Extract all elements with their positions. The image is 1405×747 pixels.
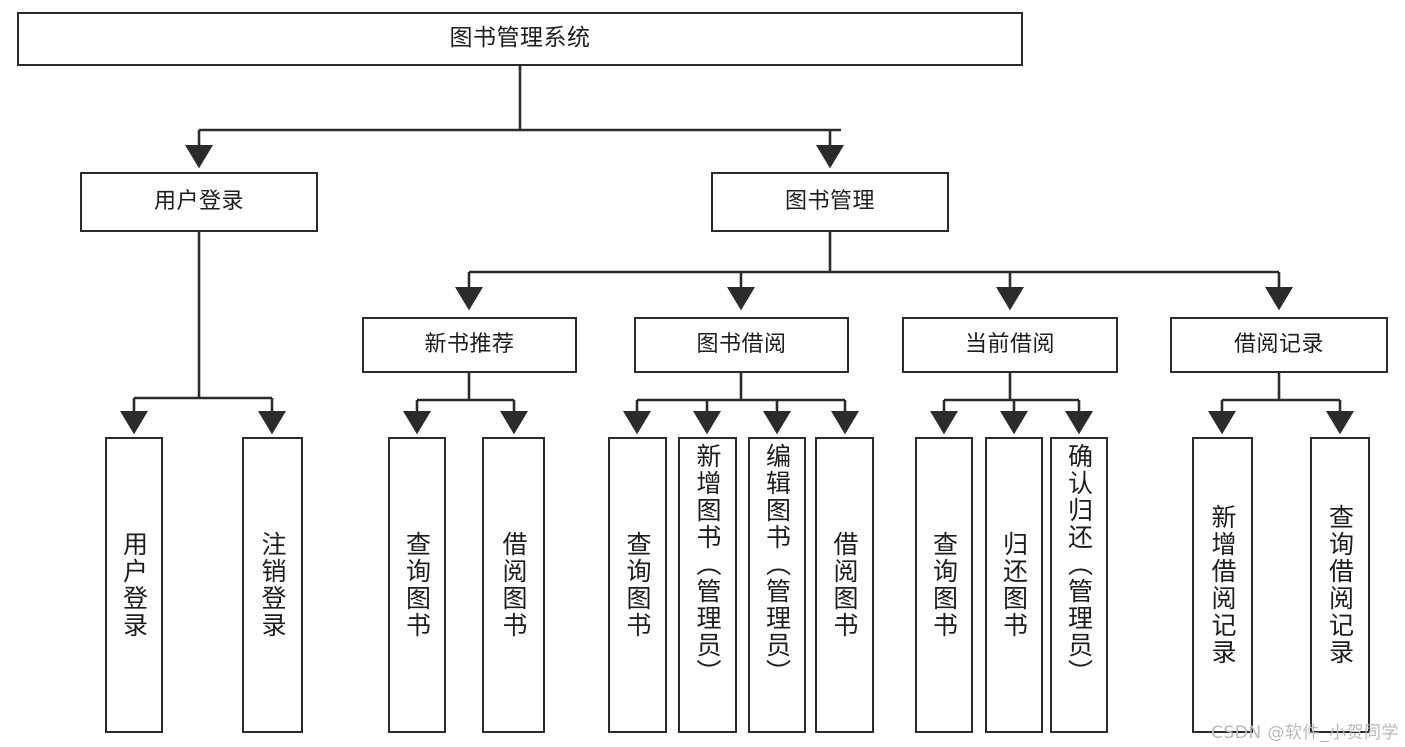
node-book-borrow[interactable]: 图书借阅: [634, 317, 849, 373]
leaf-add-record-label: 新增借阅记录: [1208, 504, 1237, 666]
node-book-manage-label: 图书管理: [784, 189, 875, 215]
node-book-borrow-label: 图书借阅: [696, 332, 787, 358]
leaf-return-book[interactable]: 归还图书: [985, 437, 1043, 733]
leaf-add-book[interactable]: 新增图书（管理员）: [678, 437, 737, 733]
leaf-confirm-return[interactable]: 确认归还（管理员）: [1050, 437, 1108, 733]
leaf-confirm-return-label: 确认归还（管理员）: [1064, 443, 1094, 686]
leaf-query-record[interactable]: 查询借阅记录: [1310, 437, 1370, 733]
leaf-query-book-3[interactable]: 查询图书: [915, 437, 973, 733]
node-root-label: 图书管理系统: [449, 25, 591, 52]
leaf-query-book-2[interactable]: 查询图书: [608, 437, 667, 733]
leaf-add-record[interactable]: 新增借阅记录: [1192, 437, 1253, 733]
leaf-borrow-book-2[interactable]: 借阅图书: [815, 437, 874, 733]
leaf-logout-login[interactable]: 注销登录: [242, 437, 303, 733]
leaf-query-book-3-label: 查询图书: [929, 531, 959, 639]
node-root[interactable]: 图书管理系统: [17, 12, 1023, 66]
leaf-borrow-book-1-label: 借阅图书: [499, 531, 528, 639]
node-new-book-recommend[interactable]: 新书推荐: [362, 317, 577, 373]
node-new-book-recommend-label: 新书推荐: [424, 332, 515, 358]
node-user-login[interactable]: 用户登录: [80, 172, 318, 232]
leaf-edit-book[interactable]: 编辑图书（管理员）: [748, 437, 806, 733]
leaf-logout-login-label: 注销登录: [258, 531, 287, 639]
node-book-manage[interactable]: 图书管理: [711, 172, 949, 232]
node-current-borrow-label: 当前借阅: [964, 332, 1055, 358]
leaf-user-login-label: 用户登录: [119, 531, 149, 639]
leaf-user-login[interactable]: 用户登录: [105, 437, 163, 733]
node-borrow-record[interactable]: 借阅记录: [1170, 317, 1388, 373]
leaf-borrow-book-1[interactable]: 借阅图书: [482, 437, 545, 733]
leaf-query-book-1-label: 查询图书: [402, 531, 432, 639]
leaf-return-book-label: 归还图书: [999, 531, 1029, 639]
leaf-query-book-2-label: 查询图书: [623, 531, 652, 639]
leaf-edit-book-label: 编辑图书（管理员）: [762, 443, 792, 686]
node-borrow-record-label: 借阅记录: [1233, 332, 1324, 358]
node-user-login-label: 用户登录: [153, 189, 244, 215]
leaf-add-book-label: 新增图书（管理员）: [693, 443, 722, 686]
leaf-borrow-book-2-label: 借阅图书: [830, 531, 859, 639]
leaf-query-book-1[interactable]: 查询图书: [388, 437, 446, 733]
watermark: CSDN @软件_小贺同学: [1211, 723, 1399, 743]
leaf-query-record-label: 查询借阅记录: [1325, 504, 1355, 666]
node-current-borrow[interactable]: 当前借阅: [902, 317, 1118, 373]
